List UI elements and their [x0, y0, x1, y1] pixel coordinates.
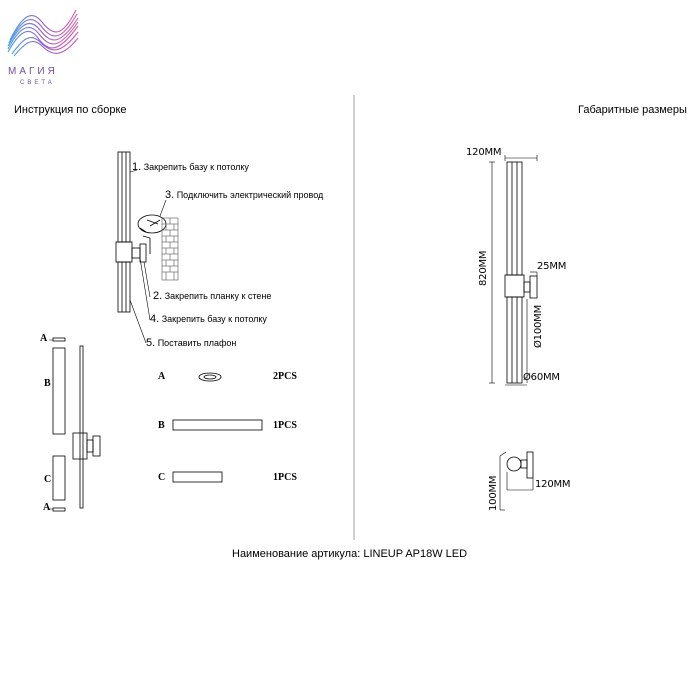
step-5-number: 5.: [146, 337, 156, 349]
dim-side-width: 120MM: [535, 479, 571, 490]
part-letter-a-top: A: [40, 333, 48, 344]
assembly-lamp: [115, 151, 147, 313]
dim-top-width: 120MM: [466, 147, 502, 158]
step-3-number: 3.: [165, 189, 175, 201]
article-name: Наименование артикула: LINEUP AP18W LED: [232, 548, 468, 560]
dim-tube-dia: Ø60MM: [523, 372, 560, 383]
exploded-parts: [49, 337, 101, 512]
parts-list-b-qty: 1PCS: [273, 420, 297, 431]
step-4-label: 4. Закрепить базу к потолку: [150, 313, 267, 325]
parts-list-a-qty: 2PCS: [273, 371, 297, 382]
step-3-label: 3. Подключить электрический провод: [165, 189, 323, 201]
step-5-text: Поставить плафон: [157, 338, 237, 348]
step-2-text: Закрепить планку к стене: [164, 291, 272, 301]
leader-lines: [129, 169, 167, 344]
assembly-title: Инструкция по сборке: [14, 104, 127, 116]
step-1-number: 1.: [132, 161, 142, 173]
parts-list-c-qty: 1PCS: [273, 472, 297, 483]
side-view: [499, 451, 534, 511]
logo-wave-icon: [7, 9, 79, 57]
part-letter-b: B: [44, 378, 51, 389]
step-5-label: 5. Поставить плафон: [146, 337, 236, 349]
logo-word: МАГИЯ: [8, 66, 58, 77]
step-1-text: Закрепить базу к потолку: [143, 162, 249, 172]
step-1-label: 1. Закрепить базу к потолку: [132, 161, 249, 173]
step-4-text: Закрепить базу к потолку: [161, 314, 267, 324]
step-2-label: 2. Закрепить планку к стене: [153, 290, 271, 302]
dimensions-title: Габаритные размеры: [578, 104, 687, 116]
step-4-number: 4.: [150, 313, 160, 325]
parts-list-c-letter: C: [158, 472, 166, 483]
dim-height: 820MM: [478, 250, 489, 286]
parts-list-b-letter: B: [158, 420, 165, 431]
dimension-lines: [489, 155, 538, 386]
parts-list-pictures: [172, 372, 263, 483]
parts-list-a-letter: A: [158, 371, 166, 382]
step-2-number: 2.: [153, 290, 163, 302]
dim-base-dia: Ø100MM: [533, 304, 544, 348]
part-letter-c: C: [44, 474, 52, 485]
dimension-lamp: [504, 161, 538, 384]
dim-base: 25MM: [537, 261, 567, 272]
part-letter-a-bottom: A: [43, 502, 51, 513]
step-3-text: Подключить электрический провод: [176, 190, 324, 200]
logo-subword: СВЕТА: [20, 80, 55, 86]
dim-side-height: 100MM: [488, 475, 499, 511]
brick-wall-icon: [161, 217, 179, 281]
